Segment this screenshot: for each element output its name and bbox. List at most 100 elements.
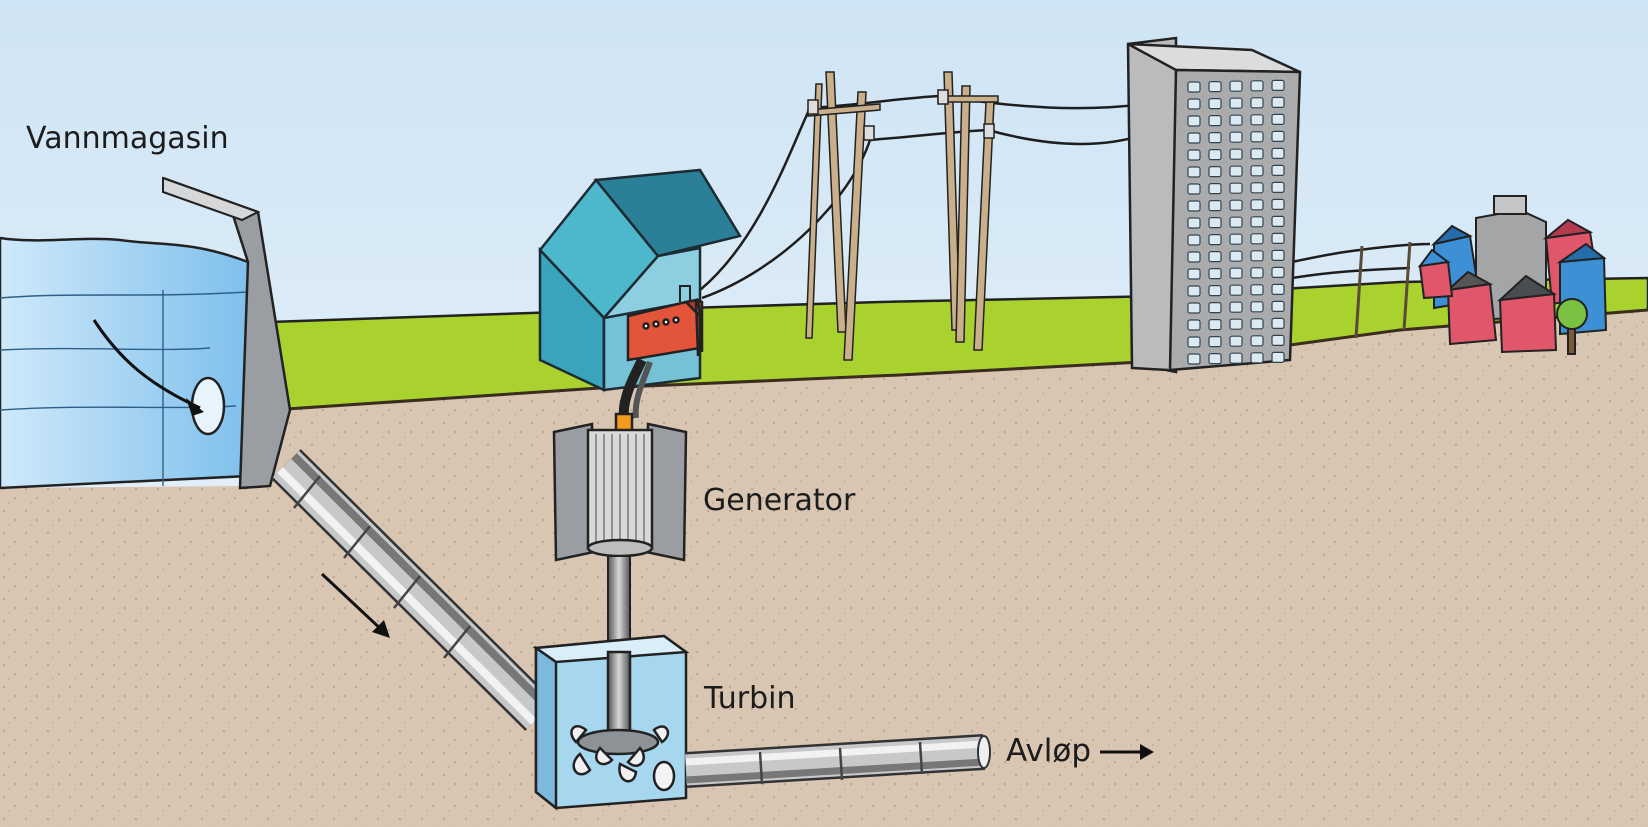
outlet-pipe-shadow: [685, 758, 985, 784]
reservoir-water: [0, 236, 250, 490]
building-window: [1250, 318, 1264, 330]
building-window: [1271, 215, 1285, 227]
building-window: [1187, 98, 1201, 110]
building-window: [1250, 352, 1264, 364]
building-window: [1208, 114, 1222, 127]
building-window: [1187, 319, 1201, 331]
building-window: [1187, 200, 1201, 212]
building-window: [1208, 319, 1222, 331]
building-window: [1271, 351, 1285, 363]
insulators: [807, 89, 995, 141]
penstock-pipe: [272, 450, 554, 730]
building-window: [1271, 130, 1285, 142]
penstock-pipe-shadow: [291, 453, 551, 711]
building-window: [1229, 233, 1243, 245]
penstock-joints: [293, 475, 471, 659]
building-window: [1229, 165, 1243, 177]
building-window: [1187, 251, 1201, 263]
building-window: [1250, 182, 1264, 194]
building-window: [1229, 250, 1243, 262]
turbine-housing: [532, 634, 690, 811]
building-window: [1250, 233, 1264, 245]
building-window: [1187, 132, 1201, 144]
building-window: [1250, 148, 1264, 160]
building-window: [1208, 353, 1222, 365]
building-window: [1229, 318, 1243, 330]
building-window: [1271, 181, 1285, 193]
penstock-flow-arrow-icon: [320, 572, 386, 634]
outlet-pipe: [685, 736, 985, 786]
building-window: [1250, 216, 1264, 228]
dam-top: [162, 176, 261, 222]
building-window: [1208, 302, 1222, 314]
building-window: [1187, 302, 1201, 314]
building-window: [1187, 234, 1201, 246]
building-window: [1229, 182, 1243, 194]
apartment-building: [1126, 36, 1302, 374]
building-window: [1250, 131, 1264, 143]
label-outlet: Avløp: [1006, 733, 1091, 769]
building-window: [1208, 97, 1222, 110]
building-window: [1271, 198, 1285, 210]
building-window: [1208, 336, 1222, 348]
outlet-pipe-end: [977, 735, 991, 769]
outlet-arrow-icon: [1140, 744, 1154, 760]
building-window: [1187, 81, 1201, 93]
building-window: [1271, 147, 1285, 159]
building-window: [1250, 80, 1264, 92]
building-window: [1208, 80, 1222, 93]
building-window: [1187, 183, 1201, 195]
building-window: [1250, 114, 1264, 126]
building-windows: [1187, 79, 1285, 365]
building-window: [1271, 164, 1285, 176]
flow-arrow-icon: [92, 319, 201, 410]
generator-cable: [632, 360, 653, 419]
building-window: [1250, 284, 1264, 296]
building-window: [1208, 166, 1222, 178]
building-window: [1271, 113, 1285, 126]
building-window: [1208, 132, 1222, 144]
building-window: [1208, 149, 1222, 161]
town-houses: [1417, 195, 1608, 355]
building-window: [1271, 283, 1285, 295]
building-window: [1187, 336, 1201, 348]
building-window: [1187, 285, 1201, 297]
label-turbine: Turbin: [704, 681, 796, 716]
building-window: [1208, 217, 1222, 229]
building-window: [1229, 352, 1243, 364]
building-window: [1229, 301, 1243, 313]
reservoir-wave-line: [0, 291, 249, 299]
building-window: [1187, 166, 1201, 178]
building-window: [1229, 80, 1243, 92]
building-window: [1229, 284, 1243, 296]
building-window: [1250, 199, 1264, 211]
utility-pole: [805, 71, 999, 361]
building-window: [1208, 200, 1222, 212]
building-window: [1187, 353, 1201, 365]
label-generator: Generator: [703, 483, 856, 518]
penstock-flow-arrow-icon: [372, 620, 390, 638]
building-window: [1229, 97, 1243, 109]
building-window: [1250, 97, 1264, 109]
outlet-pipe-joints: [758, 741, 924, 785]
building-window: [1271, 79, 1285, 92]
building-window: [1271, 232, 1285, 244]
building-window: [1250, 165, 1264, 177]
dam-wall: [162, 176, 292, 490]
building-window: [1229, 131, 1243, 143]
generator: [552, 412, 688, 562]
building-window: [1208, 251, 1222, 263]
ground-soil-texture: [0, 310, 1648, 827]
building-window: [1271, 317, 1285, 329]
building-window: [1187, 268, 1201, 280]
outlet-pipe-highlight: [685, 740, 985, 766]
building-window: [1271, 249, 1285, 261]
building-window: [1271, 300, 1285, 312]
building-window: [1250, 250, 1264, 262]
building-window: [1229, 335, 1243, 347]
building-window: [1229, 267, 1243, 279]
building-window: [1229, 148, 1243, 160]
building-window: [1229, 199, 1243, 211]
flow-arrow-icon: [186, 398, 204, 416]
